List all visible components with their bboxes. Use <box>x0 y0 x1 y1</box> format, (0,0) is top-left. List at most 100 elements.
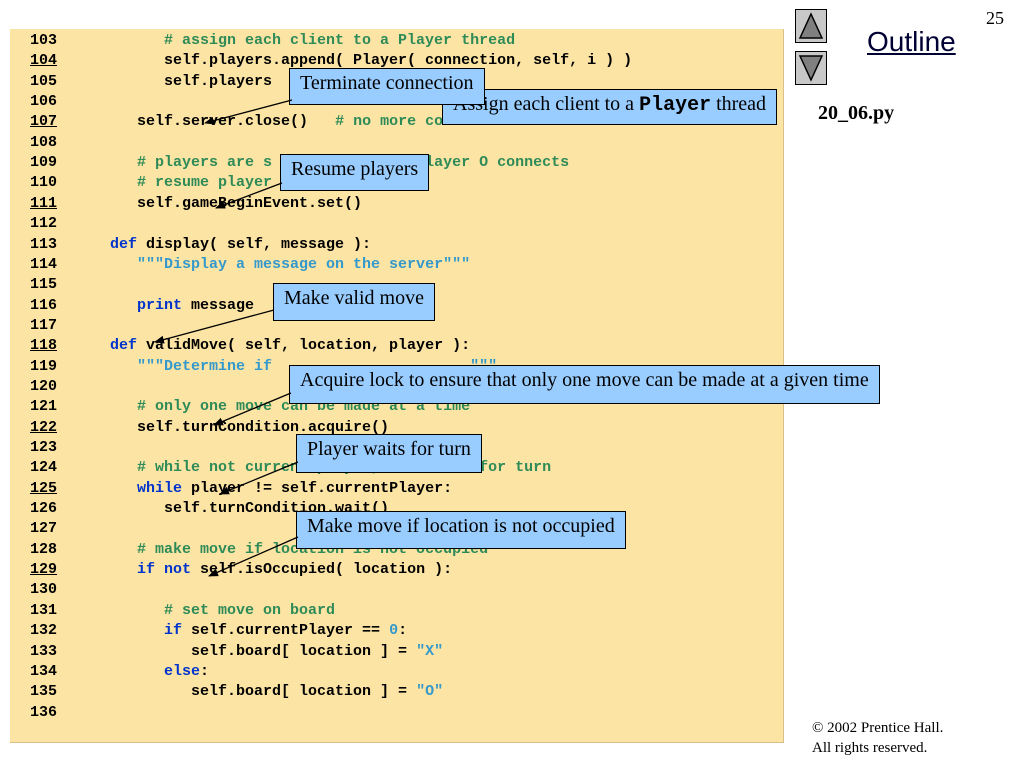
code-indent <box>110 398 137 415</box>
callout-assign-text-post: thread <box>711 93 767 115</box>
code-comment: # set move on board <box>164 601 336 619</box>
line-number: 129 <box>30 561 58 579</box>
line-number: 112 <box>30 215 58 233</box>
code-line: 112 <box>30 214 110 234</box>
line-number: 110 <box>30 174 58 192</box>
code-indent <box>110 113 137 130</box>
rights-line: All rights reserved. <box>812 740 928 756</box>
code-line: 130 <box>30 580 110 600</box>
code-line: 110 # resume player <box>30 173 272 193</box>
line-number: 104 <box>30 52 58 70</box>
line-number: 125 <box>30 479 58 497</box>
code-text: display( self, message ): <box>137 235 372 253</box>
line-number: 109 <box>30 154 58 172</box>
line-number: 114 <box>30 255 58 273</box>
callout-acquire-lock: Acquire lock to ensure that only one mov… <box>289 365 880 404</box>
copyright-line: © 2002 Prentice Hall. <box>812 720 944 736</box>
callout-terminate-connection: Terminate connection <box>289 68 485 105</box>
code-comment: player O connects <box>416 154 570 172</box>
line-number: 126 <box>30 500 58 518</box>
line-number: 121 <box>30 398 58 416</box>
code-text: self.server.close() <box>137 113 336 131</box>
code-indent <box>110 683 191 700</box>
code-indent <box>110 419 137 436</box>
code-line: 122 self.turnCondition.acquire() <box>30 418 389 438</box>
code-line: 105 self.players <box>30 72 272 92</box>
previous-slide-button[interactable] <box>795 9 827 43</box>
code-literal: """Display a message on the server""" <box>137 255 471 273</box>
code-indent <box>110 500 164 517</box>
line-number: 134 <box>30 662 58 680</box>
line-number: 130 <box>30 581 58 599</box>
code-keyword: else <box>164 662 201 680</box>
line-number: 118 <box>30 337 58 355</box>
code-keyword: while <box>137 479 183 497</box>
code-indent <box>110 174 137 191</box>
line-number: 106 <box>30 93 58 111</box>
code-literal: "X" <box>416 642 444 660</box>
code-line: 116 print message <box>30 296 254 316</box>
line-number: 135 <box>30 683 58 701</box>
code-line: 111 self.gameBeginEvent.set() <box>30 194 362 214</box>
code-text: message <box>182 296 255 314</box>
code-indent <box>110 358 137 375</box>
code-indent <box>110 663 164 680</box>
code-line: 106 <box>30 92 110 112</box>
code-indent <box>110 195 137 212</box>
code-line: 113 def display( self, message ): <box>30 235 371 255</box>
code-indent <box>110 622 164 639</box>
next-slide-button[interactable] <box>795 51 827 85</box>
code-line: 136 <box>30 703 110 723</box>
code-indent <box>110 73 164 90</box>
code-keyword: def <box>110 235 138 253</box>
code-text: validMove( self, location, player ): <box>137 337 471 355</box>
code-line: 120 <box>30 377 110 397</box>
line-number: 136 <box>30 703 58 721</box>
line-number: 117 <box>30 316 58 334</box>
callout-resume-players: Resume players <box>280 154 430 191</box>
line-number: 131 <box>30 601 58 619</box>
line-number: 113 <box>30 235 58 253</box>
line-number: 105 <box>30 72 58 90</box>
code-indent <box>110 602 164 619</box>
code-text: self.board[ location ] = <box>191 683 417 701</box>
triangle-down-icon <box>798 55 824 82</box>
line-number: 124 <box>30 459 58 477</box>
code-indent <box>110 459 137 476</box>
line-number: 123 <box>30 439 58 456</box>
line-number: 133 <box>30 642 58 660</box>
line-number: 107 <box>30 113 58 131</box>
code-text: self.turnCondition.acquire() <box>137 418 390 436</box>
callout-make-valid-move: Make valid move <box>273 283 435 321</box>
code-line: 129 if not self.isOccupied( location ): <box>30 560 452 580</box>
code-line: 132 if self.currentPlayer == 0: <box>30 621 407 641</box>
code-text: self.board[ location ] = <box>191 642 417 660</box>
line-number: 111 <box>30 194 58 212</box>
page-number: 25 <box>986 8 1004 28</box>
code-text: : <box>398 622 408 640</box>
code-text: : <box>200 662 210 680</box>
code-indent <box>110 297 137 314</box>
code-indent <box>110 561 137 578</box>
line-number: 122 <box>30 418 58 436</box>
code-line: 114 """Display a message on the server""… <box>30 255 470 275</box>
callout-make-move: Make move if location is not occupied <box>296 511 626 549</box>
code-line: 135 self.board[ location ] = "O" <box>30 682 443 702</box>
line-number: 132 <box>30 622 58 640</box>
code-comment: # resume player <box>137 174 273 192</box>
code-line: 109 # players are s player O connects <box>30 153 569 173</box>
code-indent <box>110 541 137 558</box>
code-literal: "O" <box>416 683 444 701</box>
outline-link[interactable]: Outline <box>867 26 956 57</box>
line-number: 127 <box>30 520 58 538</box>
callout-assign-player-class: Player <box>639 94 712 117</box>
line-number: 120 <box>30 377 58 395</box>
code-line: 117 <box>30 316 110 336</box>
code-text: player != self.currentPlayer: <box>182 479 453 497</box>
line-number: 103 <box>30 32 58 49</box>
code-literal: """Determine if <box>137 357 273 375</box>
code-text: self.players.append( Player( connection,… <box>164 52 633 70</box>
callout-assign-text-pre: Assign each client to a <box>453 93 640 115</box>
code-line: 123 <box>30 438 110 458</box>
